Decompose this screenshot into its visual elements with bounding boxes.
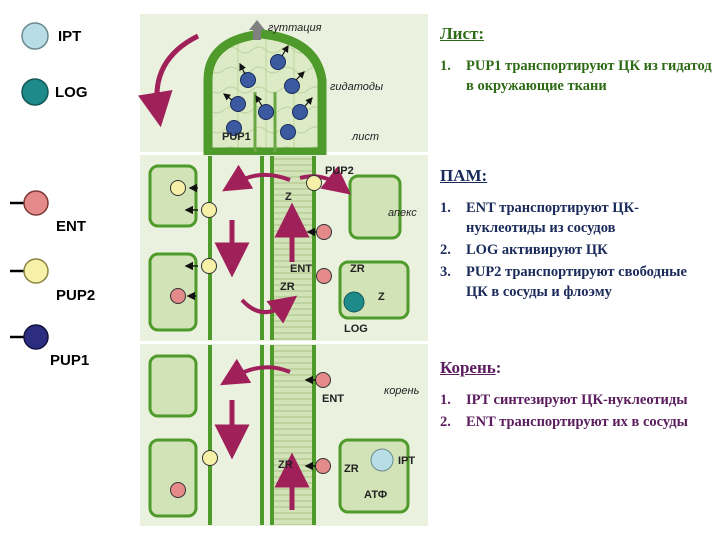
ent-legend-label: ENT	[56, 218, 86, 235]
legend-symbols	[10, 22, 49, 350]
leaf-heading: Лист:	[440, 24, 485, 43]
pup1-legend-label: PUP1	[50, 352, 90, 369]
sam-item-3: 3. PUP2 транспортируют свободные ЦК в со…	[440, 264, 687, 300]
sam-z-label-1: Z	[285, 191, 292, 203]
sam-panel: PUP2 Z апекс ENT ZR ZR Z LOG	[140, 155, 428, 341]
root-zr-label-2: ZR	[344, 463, 359, 475]
ipt-legend-icon	[21, 22, 49, 50]
sam-log-label: LOG	[344, 323, 368, 335]
guttation-arrow-icon	[249, 20, 265, 40]
guttation-label: гуттация	[268, 22, 322, 34]
sam-z-label-2: Z	[378, 291, 385, 303]
sam-item-1: 1. ENT транспортируют ЦК-нуклеотиды из с…	[440, 200, 639, 236]
pup1-legend-icon	[23, 324, 49, 350]
sam-pup2-label: PUP2	[325, 165, 354, 177]
root-ent-label: ENT	[322, 393, 344, 405]
sam-description: ПАМ: 1. ENT транспортируют ЦК-нуклеотиды…	[440, 166, 712, 304]
ipt-enzyme-icon	[370, 448, 394, 472]
log-legend-label: LOG	[55, 84, 88, 101]
leaf-pup1-label: PUP1	[222, 131, 251, 143]
sam-ent-label: ENT	[290, 263, 312, 275]
log-enzyme-icon	[343, 291, 365, 313]
leaf-panel: гуттация гидатоды PUP1 лист	[137, 14, 428, 157]
leaf-item-1: 1. PUP1 транспортируют ЦК из гидатод в о…	[440, 58, 712, 94]
sam-heading: ПАМ:	[440, 166, 488, 185]
pup2-legend-icon	[23, 258, 49, 284]
ent-transporters	[170, 224, 332, 304]
root-zr-label-1: ZR	[278, 459, 293, 471]
leaf-label: лист	[351, 131, 379, 143]
leaf-flow-arrow-icon	[137, 33, 200, 128]
root-panel: корень ENT ZR ZR IPT АТФ	[140, 344, 428, 526]
apex-label: апекс	[388, 207, 417, 219]
ent-legend-icon	[23, 190, 49, 216]
root-item-2: 2. ENT транспортируют их в сосуды	[440, 414, 688, 430]
root-label: корень	[384, 385, 420, 397]
log-legend-icon	[21, 78, 49, 106]
sam-zr-label-2: ZR	[280, 281, 295, 293]
root-item-1: 1. IPT синтезируют ЦК-нуклеотиды	[440, 392, 688, 408]
root-heading: Корень	[440, 358, 496, 377]
sam-zr-label-1: ZR	[350, 263, 365, 275]
pup2-transporters	[170, 175, 322, 274]
hydathodes-label: гидатоды	[330, 81, 383, 93]
pup1-transporters	[223, 44, 313, 140]
root-description: Корень: 1. IPT синтезируют ЦК-нуклеотиды…	[440, 358, 712, 434]
root-ent-transporters	[170, 372, 331, 498]
ipt-legend-label: IPT	[58, 28, 82, 45]
sam-item-2: 2. LOG активируют ЦК	[440, 242, 608, 258]
atp-label: АТФ	[364, 489, 387, 501]
pup2-legend-label: PUP2	[56, 287, 96, 304]
leaf-description: Лист: 1. PUP1 транспортируют ЦК из гидат…	[440, 24, 712, 98]
root-ipt-label: IPT	[398, 455, 415, 467]
